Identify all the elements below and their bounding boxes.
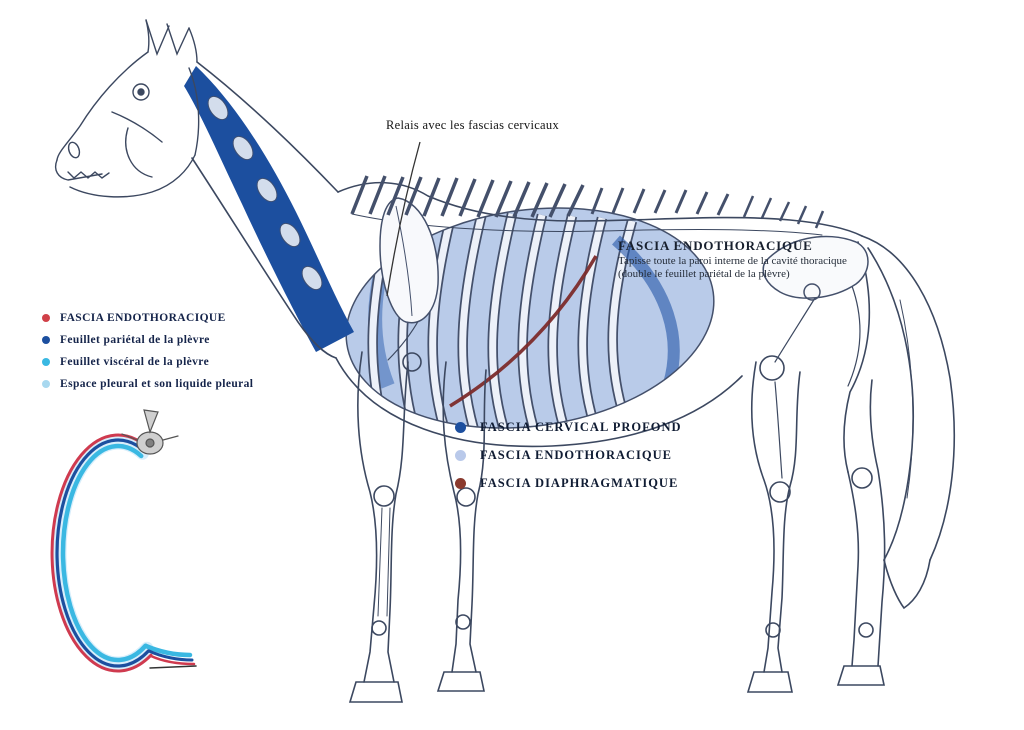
endothoracic-annotation: FASCIA ENDOTHORACIQUE Tapisse toute la p… [618, 238, 968, 280]
fascia-endothoracique-layer [50, 433, 153, 673]
legend-bullet-darkblue [42, 336, 50, 344]
espace-pleural-layer [53, 436, 154, 670]
fascia-diaphragmatique-line [449, 255, 598, 408]
relais-leader-line [386, 141, 421, 297]
rib-bones [369, 211, 636, 431]
hoof [836, 665, 885, 686]
pleura-cross-section [50, 409, 197, 673]
hoof [348, 681, 403, 703]
nostril [67, 141, 81, 159]
teeth [67, 171, 110, 179]
scapula [379, 197, 439, 324]
legend-item: FASCIA DIAPHRAGMATIQUE [455, 476, 682, 491]
legend-label: FASCIA DIAPHRAGMATIQUE [480, 476, 679, 490]
stifle-joint [759, 355, 785, 381]
legend-label: Feuillet pariétal de la plèvre [60, 334, 210, 346]
hoof [746, 671, 793, 693]
legend-bullet-diaphragmatique [455, 478, 466, 489]
relais-label: Relais avec les fascias cervicaux [386, 118, 560, 132]
pelvis [762, 235, 869, 301]
elbow-joint [402, 352, 422, 372]
annotation-line2: (double le feuillet pariétal de la plèvr… [618, 268, 790, 280]
legend-item: FASCIA ENDOTHORACIQUE [455, 448, 682, 463]
skull [54, 19, 200, 198]
feuillet-parietal-layer [55, 438, 151, 668]
legend-item: FASCIA ENDOTHORACIQUE [42, 312, 253, 324]
femur [774, 297, 816, 363]
legend-bullet-endothoracique [455, 450, 466, 461]
annotation-line1: Tapisse toute la paroi interne de la cav… [618, 255, 847, 267]
legend-label: FASCIA ENDOTHORACIQUE [480, 448, 672, 462]
legend-item: Espace pleural et son liquide pleural [42, 378, 253, 390]
feuillet-visceral-layer [60, 443, 148, 663]
legend-item: Feuillet viscéral de la plèvre [42, 356, 253, 368]
ear [145, 19, 170, 56]
eye-socket [132, 83, 150, 101]
knee-joint [373, 485, 395, 507]
legend-pleura-layers: FASCIA ENDOTHORACIQUE Feuillet pariétal … [42, 312, 253, 400]
annotation-title: FASCIA ENDOTHORACIQUE [618, 238, 813, 253]
legend-bullet-red [42, 314, 50, 322]
legend-item: FASCIA CERVICAL PROFOND [455, 420, 682, 435]
belly-line [335, 357, 743, 448]
vertebra-cross-section [121, 409, 179, 455]
legend-label: Feuillet viscéral de la plèvre [60, 356, 210, 368]
legend-label: FASCIA CERVICAL PROFOND [480, 420, 682, 434]
legend-label: Espace pleural et son liquide pleural [60, 378, 254, 390]
legend-bullet-paleblue [42, 380, 50, 388]
legend-bullet-cervical [455, 422, 466, 433]
cervical-vertebrae [207, 95, 323, 291]
legend-fascias: FASCIA CERVICAL PROFOND FASCIA ENDOTHORA… [455, 420, 682, 504]
hoof [436, 671, 485, 692]
ear [166, 23, 190, 56]
tail [861, 235, 956, 561]
legend-item: Feuillet pariétal de la plèvre [42, 334, 253, 346]
legend-label: FASCIA ENDOTHORACIQUE [60, 312, 226, 324]
legend-bullet-cyan [42, 358, 50, 366]
spinous-processes [350, 175, 825, 229]
